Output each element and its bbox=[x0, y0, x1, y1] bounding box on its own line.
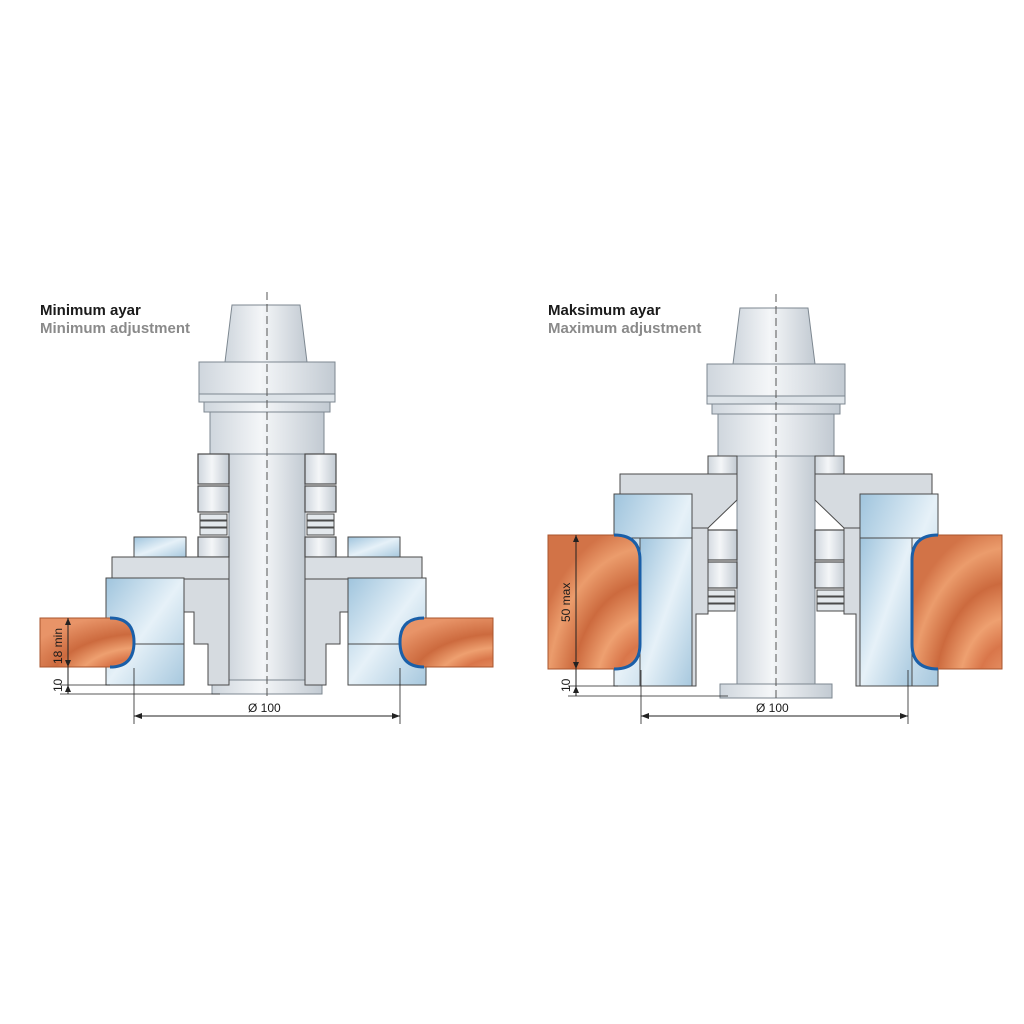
spacer-rings-right bbox=[814, 529, 847, 612]
workpiece-left bbox=[39, 616, 136, 669]
panel-maximum-adjustment: Maksimum ayar Maximum adjustment bbox=[508, 0, 1020, 1024]
dimension-diameter-label: Ø 100 bbox=[248, 701, 281, 715]
spacer-rings-left bbox=[705, 529, 738, 612]
cutter-body bbox=[105, 536, 427, 686]
dimension-lines bbox=[568, 535, 909, 724]
workpiece-right bbox=[398, 616, 494, 669]
spacer-rings-right bbox=[304, 453, 337, 558]
cutter-cap bbox=[619, 455, 933, 529]
tool-assembly-diagram: 50 max 10 Ø 100 bbox=[547, 294, 1003, 724]
panel-title: Maksimum ayar bbox=[548, 302, 661, 319]
tool-assembly-diagram: 18 min 10 Ø 100 bbox=[39, 292, 494, 724]
title-block: Minimum ayar Minimum adjustment bbox=[40, 302, 190, 338]
panel-minimum-adjustment: Minimum ayar Minimum adjustment bbox=[39, 292, 494, 724]
dimension-offset-label: 10 bbox=[559, 678, 573, 692]
title-block: Maksimum ayar Maximum adjustment bbox=[548, 302, 701, 338]
panel-title: Minimum ayar bbox=[40, 302, 141, 319]
panel-subtitle: Minimum adjustment bbox=[40, 320, 191, 337]
dimension-thickness-label: 18 min bbox=[51, 628, 65, 664]
dimension-lines bbox=[60, 618, 401, 724]
dimension-offset-label: 10 bbox=[51, 678, 65, 692]
spacer-rings-left bbox=[197, 453, 230, 558]
workpiece-right bbox=[910, 533, 1003, 671]
workpiece-left bbox=[547, 533, 642, 671]
panel-subtitle: Maximum adjustment bbox=[548, 320, 702, 337]
dimension-diameter-label: Ø 100 bbox=[756, 701, 789, 715]
dimension-thickness-label: 50 max bbox=[559, 583, 573, 622]
